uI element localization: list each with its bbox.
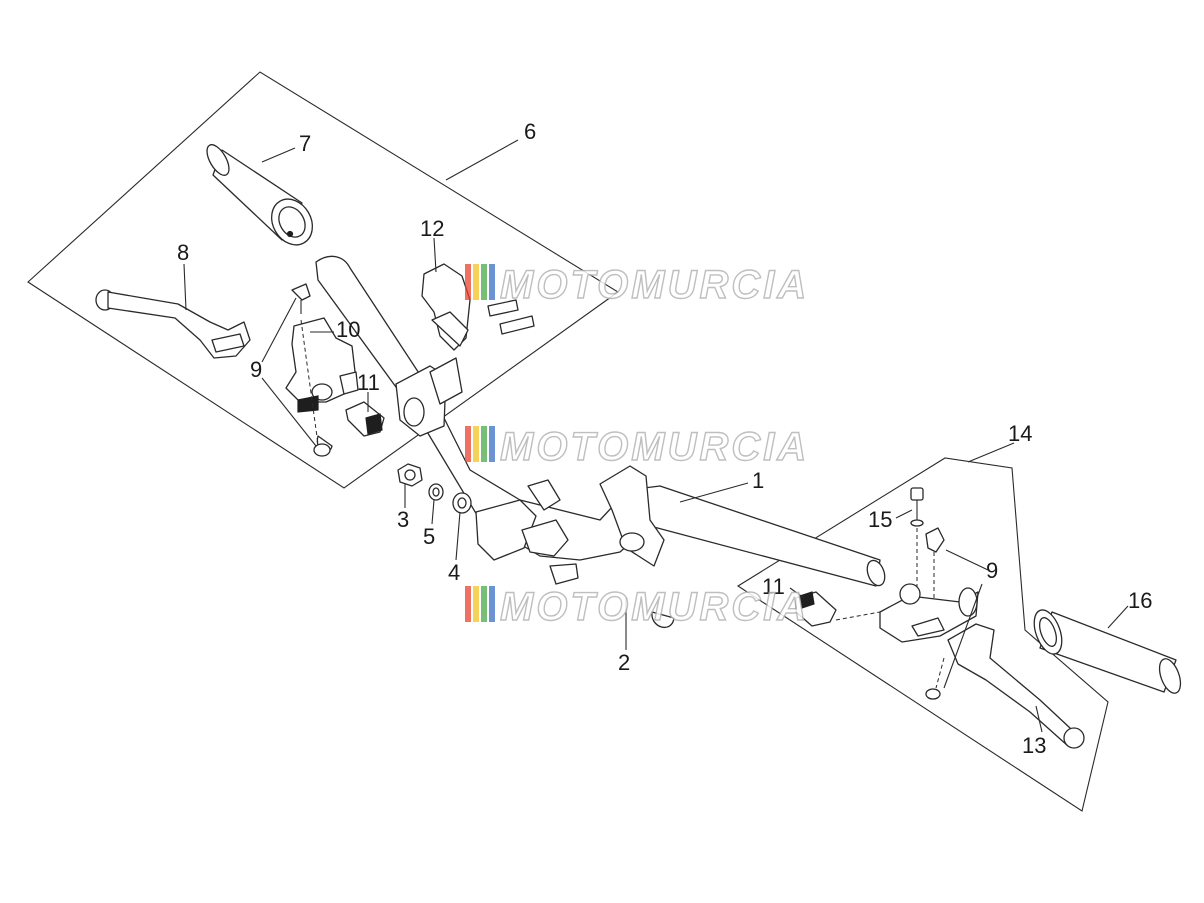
watermark-stripe bbox=[481, 586, 487, 622]
callout-15: 15 bbox=[868, 507, 892, 532]
callout-9-left: 9 bbox=[250, 357, 262, 382]
lower-clamp-part bbox=[475, 479, 675, 628]
callout-12: 12 bbox=[420, 216, 444, 241]
watermark-stripe bbox=[473, 264, 479, 300]
large-washer-part bbox=[452, 492, 472, 514]
watermark-stripe bbox=[473, 586, 479, 622]
handlebar-part bbox=[315, 255, 886, 587]
callout-3: 3 bbox=[397, 507, 409, 532]
callout-2: 2 bbox=[618, 650, 630, 675]
callout-6: 6 bbox=[524, 119, 536, 144]
watermark-stripe bbox=[465, 586, 471, 622]
watermark-top: MOTOMURCIA bbox=[465, 262, 809, 308]
right-lever-part bbox=[925, 623, 1085, 749]
handlebar-clamp-part bbox=[421, 263, 535, 351]
watermark-text: MOTOMURCIA bbox=[500, 425, 809, 469]
watermark-stripe bbox=[489, 264, 495, 300]
watermark-stripe bbox=[481, 264, 487, 300]
leader-lines bbox=[183, 139, 1129, 733]
watermark-logo-stripes bbox=[465, 426, 495, 462]
callout-9-right: 9 bbox=[986, 558, 998, 583]
small-washer-part bbox=[428, 483, 444, 501]
left-assembly-frame bbox=[27, 71, 619, 489]
callout-16: 16 bbox=[1128, 588, 1152, 613]
watermark-middle: MOTOMURCIA bbox=[465, 424, 809, 470]
callout-labels: 6 7 8 9 10 11 12 1 2 3 5 4 14 15 9 11 16… bbox=[177, 119, 1152, 758]
watermark-logo-stripes bbox=[465, 586, 495, 622]
left-lever-part bbox=[95, 289, 251, 359]
left-lever-bracket-part bbox=[285, 283, 359, 457]
callout-4: 4 bbox=[448, 560, 460, 585]
watermark-stripe bbox=[473, 426, 479, 462]
callout-10: 10 bbox=[336, 317, 360, 342]
callout-13: 13 bbox=[1022, 733, 1046, 758]
callout-11-right: 11 bbox=[762, 574, 785, 599]
callout-14: 14 bbox=[1008, 421, 1032, 446]
watermark-bottom: MOTOMURCIA bbox=[465, 584, 809, 630]
left-stop-switch-part bbox=[345, 401, 385, 437]
watermark-text: MOTOMURCIA bbox=[500, 263, 809, 307]
watermark-stripe bbox=[481, 426, 487, 462]
watermark-logo-stripes bbox=[465, 264, 495, 300]
watermark-text: MOTOMURCIA bbox=[500, 585, 809, 629]
right-pivot-pin-part bbox=[925, 527, 945, 600]
nut-part bbox=[397, 463, 423, 487]
right-assembly-frame bbox=[736, 457, 1109, 812]
watermark-stripe bbox=[465, 264, 471, 300]
watermark-stripe bbox=[465, 426, 471, 462]
callout-11-left: 11 bbox=[357, 370, 380, 395]
right-stop-switch-part bbox=[795, 591, 881, 627]
right-grip-part bbox=[1033, 609, 1182, 694]
callout-7: 7 bbox=[299, 131, 311, 156]
left-grip-part bbox=[206, 144, 314, 246]
right-bolt-part bbox=[910, 487, 924, 604]
watermark-stripe bbox=[489, 426, 495, 462]
callout-8: 8 bbox=[177, 240, 189, 265]
callout-5: 5 bbox=[423, 524, 435, 549]
watermark-stripe bbox=[489, 586, 495, 622]
callout-1: 1 bbox=[752, 468, 764, 493]
